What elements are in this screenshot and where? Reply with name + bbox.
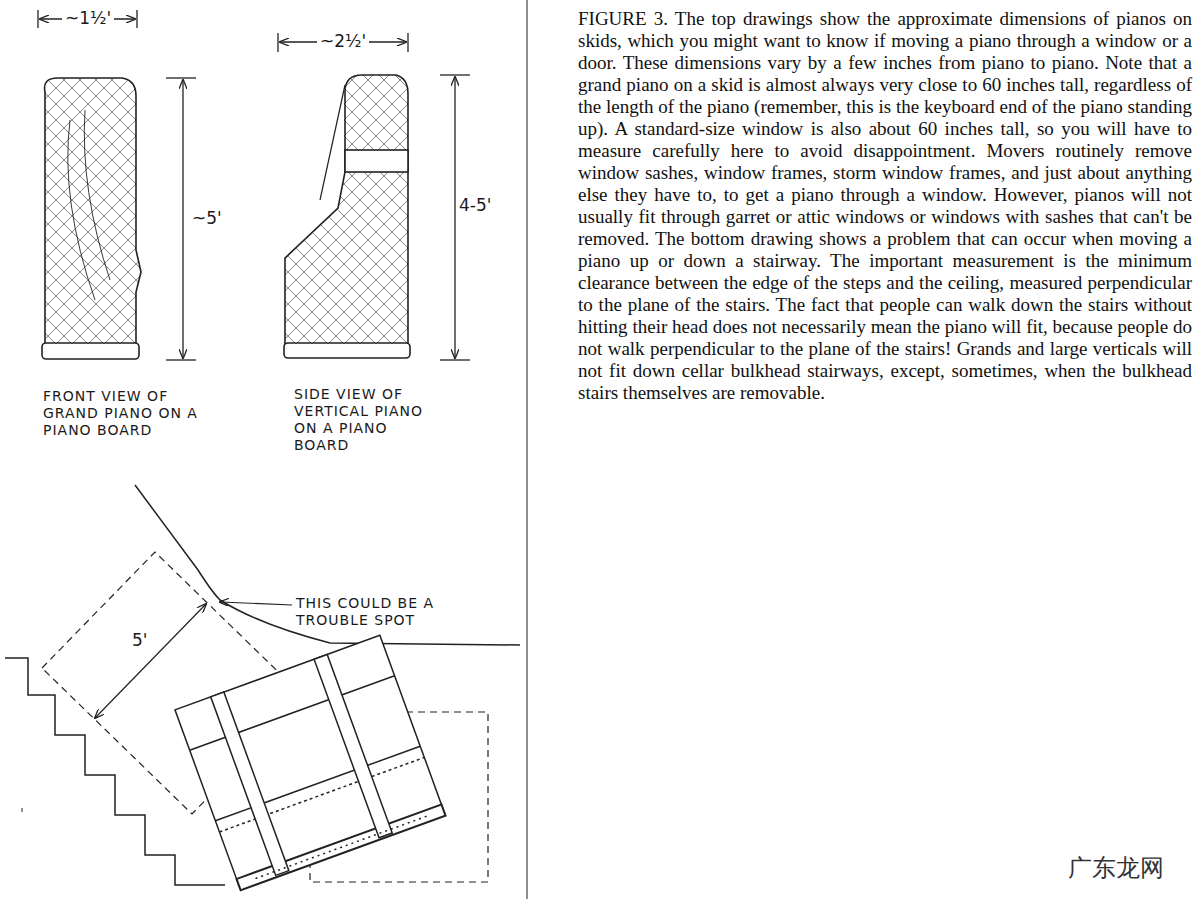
dimension-label: 4-5': [456, 195, 494, 215]
watermark: 广东龙网: [1068, 852, 1164, 884]
piano-frame: [175, 635, 446, 890]
grand-piano-figure: [42, 78, 141, 359]
figure-caption: FIGURE 3. The top drawings show the appr…: [578, 8, 1192, 404]
dimension-label: ~2½': [317, 31, 369, 51]
ceiling-line: [135, 485, 520, 645]
dimension-lines: [38, 10, 470, 360]
dimension-label: ~5': [189, 208, 225, 228]
stairs: [5, 658, 225, 885]
leader-arrow: [220, 602, 292, 605]
divider-line: [526, 0, 527, 899]
vertical-piano-figure: [284, 75, 410, 358]
dimension-label: 5': [129, 630, 151, 650]
dimension-line: [95, 604, 206, 718]
view-label: SIDE VIEW OF VERTICAL PIANO ON A PIANO B…: [294, 386, 444, 454]
dimension-label: ~1½': [62, 8, 114, 28]
stairway-scene: [5, 485, 520, 890]
view-label: FRONT VIEW OF GRAND PIANO ON A PIANO BOA…: [43, 388, 203, 439]
callout-note: THIS COULD BE A TROUBLE SPOT: [296, 595, 486, 629]
